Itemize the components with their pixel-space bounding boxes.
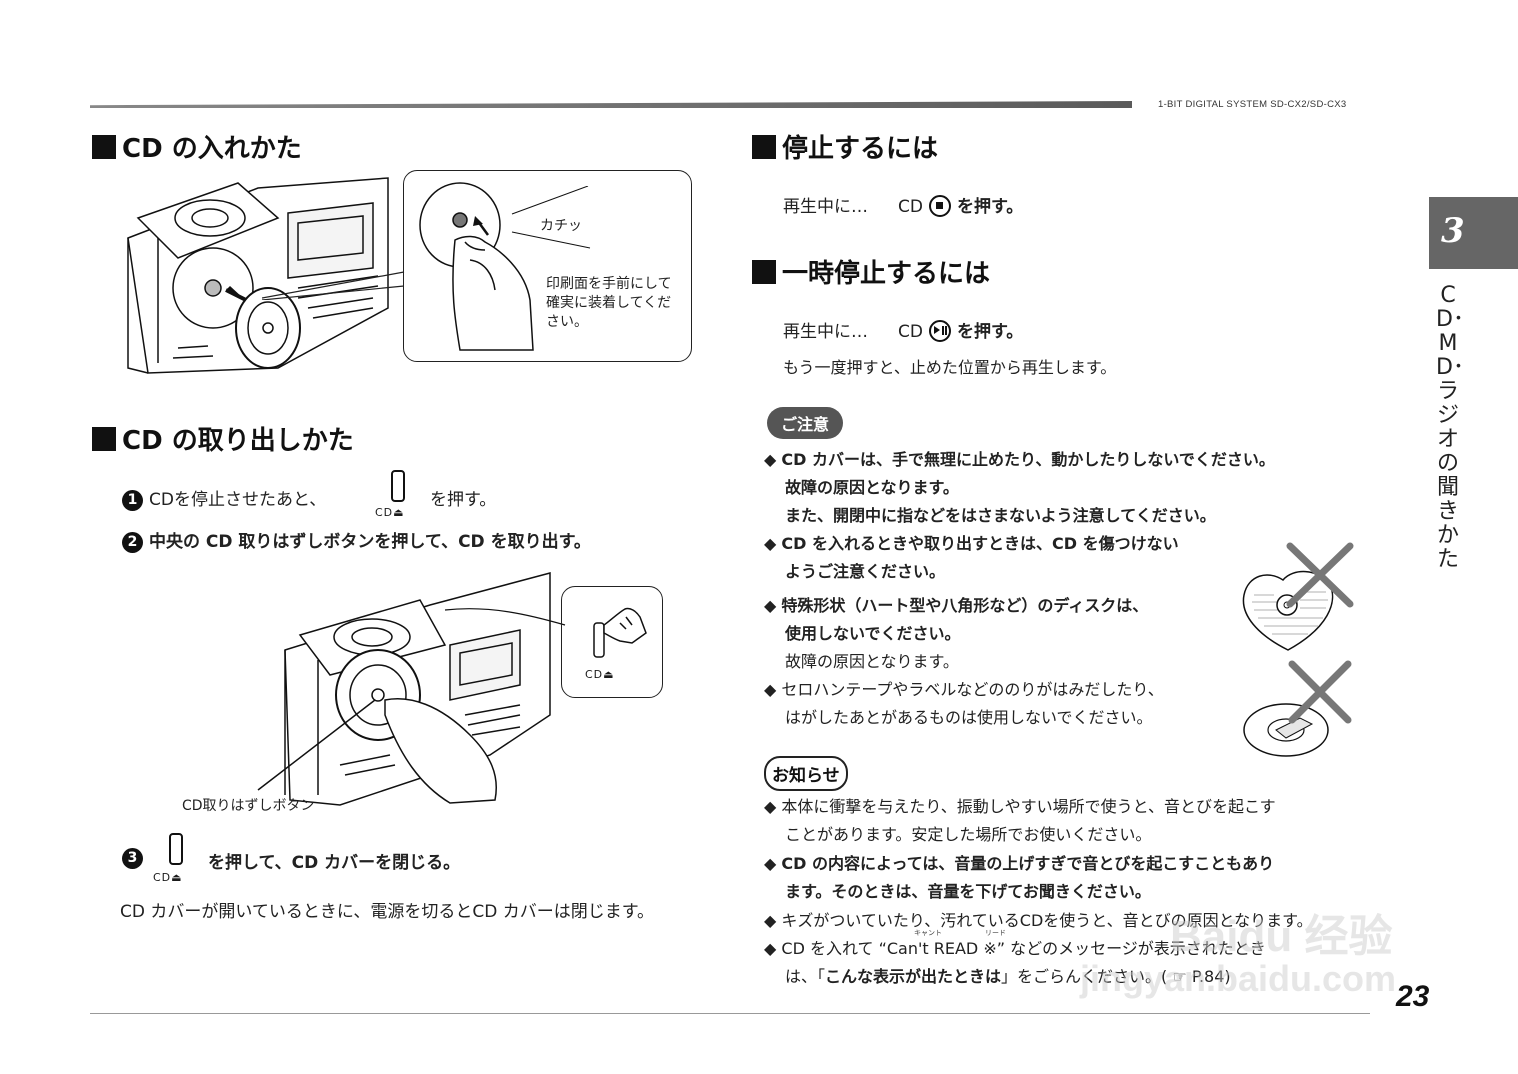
step-number: 1: [122, 490, 143, 511]
heading-pause: 一時停止するには: [752, 253, 990, 290]
bullet-diamond-icon: ◆: [764, 450, 782, 469]
chapter-vertical-title: CD･MD･ラジオの聞きかた: [1436, 283, 1464, 572]
pointing-hand-icon: ☞: [1172, 967, 1187, 986]
step-3-post: を押して、CD カバーを閉じる。: [208, 853, 461, 873]
insert-cd-illustration: [127, 177, 389, 374]
finger-on-eject-icon: [593, 607, 647, 658]
stop-button-icon: [928, 195, 951, 217]
eject-callout-caption: CD⏏: [585, 668, 615, 681]
remove-cd-illustration: [257, 572, 566, 806]
cd-release-button-label: CD取りはずしボタン: [182, 798, 315, 814]
caution-item-4: ◆ セロハンテープやラベルなどののりがはみだしたり、 はがしたあとがあるものは使…: [764, 680, 1164, 727]
heading-square-icon: [92, 135, 116, 159]
callout-pointer-lines: [262, 271, 405, 300]
page-number: 23: [1396, 980, 1430, 1013]
info-item-1: ◆ 本体に衝撃を与えたり、振動しやすい場所で使うと、音とびを起こす ことがありま…: [764, 797, 1276, 844]
ruby-read: リード: [985, 929, 1006, 937]
bullet-diamond-icon: ◆: [764, 911, 782, 930]
cd-eject-button-icon: CD⏏: [375, 470, 425, 522]
bullet-diamond-icon: ◆: [764, 939, 782, 958]
bullet-diamond-icon: ◆: [764, 680, 782, 699]
insert-callout-box: [403, 170, 692, 362]
heart-shaped-disc-prohibited-icon: [1242, 542, 1354, 651]
cd-eject-button-icon: CD⏏: [153, 833, 203, 885]
heading-stop: 停止するには: [752, 128, 938, 165]
heading-square-icon: [752, 260, 776, 284]
step-number: 2: [122, 532, 143, 553]
bullet-diamond-icon: ◆: [764, 596, 782, 615]
click-lines: [511, 186, 591, 249]
step-3: 3: [122, 848, 149, 869]
footer-rule: [90, 1013, 1370, 1014]
caution-label: ご注意: [767, 407, 844, 439]
caution-item-3: ◆ 特殊形状（ハート型や八角形など）のディスクは、 使用しないでください。 故障…: [764, 596, 1149, 671]
heading-square-icon: [752, 135, 776, 159]
taped-disc-prohibited-icon: [1243, 660, 1352, 757]
bullet-diamond-icon: ◆: [764, 797, 782, 816]
info-item-4: ◆ CD を入れて “Can't READ ※” などのメッセージが表示されたと…: [764, 939, 1266, 986]
chapter-tab: 3: [1429, 197, 1518, 269]
model-name: 1-BIT DIGITAL SYSTEM SD-CX2/SD-CX3: [1158, 99, 1347, 110]
callout-click-text: カチッ: [540, 218, 582, 234]
play-pause-button-icon: [928, 320, 951, 342]
info-label: お知らせ: [764, 756, 848, 791]
watermark-url: jingyan.baidu.com: [1080, 958, 1397, 999]
heading-remove-cd: CD の取り出しかた: [92, 420, 354, 457]
caution-item-1: ◆ CD カバーは、手で無理に止めたり、動かしたりしないでください。 故障の原因…: [764, 450, 1275, 525]
pause-note: もう一度押すと、止めた位置から再生します。: [783, 358, 1117, 377]
heading-square-icon: [92, 427, 116, 451]
heading-insert-cd: CD の入れかた: [92, 128, 302, 165]
ruby-cant: キャント: [914, 929, 942, 937]
hand-pressing-disc-illustration: [419, 182, 534, 351]
watermark-logo: Baidu 经验: [1170, 912, 1393, 961]
eject-callout-box: [561, 586, 663, 698]
header-rule: [90, 101, 1132, 108]
bullet-diamond-icon: ◆: [764, 854, 782, 873]
callout-note: 印刷面を手前にして 確実に装着してくだ さい。: [546, 276, 672, 330]
info-item-3: ◆ キズがついていたり、汚れているCDを使うと、音とびの原因となります。: [764, 911, 1313, 930]
cover-close-note: CD カバーが開いているときに、電源を切るとCD カバーは閉じます。: [120, 902, 655, 922]
bullet-diamond-icon: ◆: [764, 534, 782, 553]
caution-item-2: ◆ CD を入れるときや取り出すときは、CD を傷つけない ようご注意ください。: [764, 534, 1179, 581]
step-number: 3: [122, 848, 143, 869]
info-item-2: ◆ CD の内容によっては、音量の上げすぎで音とびを起こすこともあり ます。その…: [764, 854, 1275, 901]
step-1-post: を押す。: [430, 490, 497, 510]
